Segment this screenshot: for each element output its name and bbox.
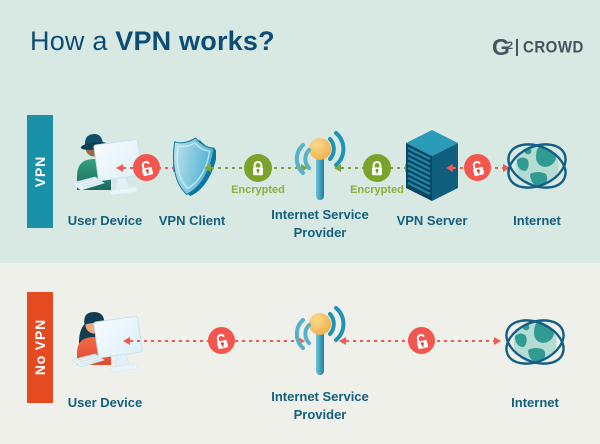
open-lock-icon — [464, 154, 491, 181]
user-device-icon — [71, 312, 143, 373]
isp-label: Internet Service Provider — [255, 206, 385, 241]
encrypted-label: Encrypted — [231, 184, 285, 196]
isp-label-line2: Provider — [293, 224, 347, 240]
closed-lock-icon — [363, 154, 391, 182]
vpn-server-icon — [406, 130, 458, 201]
arrowhead-right — [298, 337, 305, 345]
internet-globe-icon — [505, 319, 565, 365]
internet-globe-icon — [507, 143, 567, 189]
isp-antenna-icon — [294, 306, 346, 375]
isp-label-line1: Internet Service — [271, 207, 369, 222]
g2-logo-mark: G2 — [492, 34, 514, 60]
arrowhead-left — [334, 164, 341, 172]
arrowhead-right — [301, 164, 308, 172]
page-title-light: How a — [30, 26, 116, 56]
arrowhead-left — [446, 164, 453, 172]
arrowhead-left — [123, 337, 130, 345]
arrowhead-right — [503, 164, 510, 172]
open-lock-icon — [133, 154, 160, 181]
arrowhead-left — [339, 337, 346, 345]
page-title-bold: VPN works? — [115, 26, 275, 56]
isp-label: Internet Service Provider — [255, 388, 385, 423]
isp-label-line1: Internet Service — [271, 389, 369, 404]
g2-crowd-logo: G2 CROWD — [492, 36, 584, 59]
internet-label: Internet — [511, 395, 559, 410]
vpn-section-background — [0, 0, 600, 263]
no-vpn-band-label: No VPN — [27, 292, 53, 403]
logo-wordmark: CROWD — [523, 37, 584, 58]
vpn-band-label: VPN — [27, 115, 53, 228]
isp-antenna-icon — [294, 131, 346, 200]
open-lock-icon — [408, 327, 435, 354]
logo-divider — [516, 39, 519, 56]
page-title: How a VPN works? — [30, 26, 275, 57]
user-device-label: User Device — [67, 395, 143, 410]
arrowhead-right — [494, 337, 501, 345]
arrowhead-left — [116, 164, 123, 172]
vpn-server-label: VPN Server — [396, 213, 468, 228]
internet-label: Internet — [513, 213, 561, 228]
vpn-client-shield-icon — [172, 137, 216, 196]
user-device-icon — [71, 133, 143, 196]
encrypted-label: Encrypted — [350, 184, 404, 196]
arrowhead-left — [204, 164, 211, 172]
vpn-client-label: VPN Client — [158, 213, 226, 228]
closed-lock-icon — [244, 154, 272, 182]
isp-label-line2: Provider — [293, 406, 347, 422]
open-lock-icon — [208, 327, 235, 354]
user-device-label: User Device — [67, 213, 143, 228]
